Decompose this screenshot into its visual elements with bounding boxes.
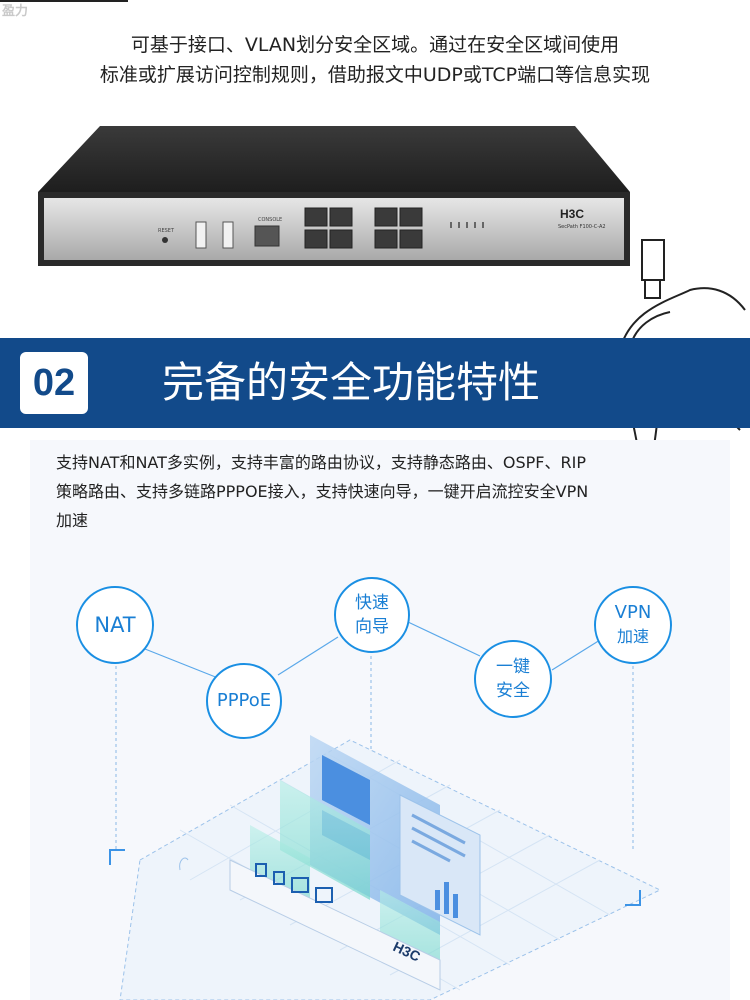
node-wizard-line-1: 快速 bbox=[355, 593, 389, 613]
feature-description: 支持NAT和NAT多实例，支持丰富的路由协议，支持静态路由、OSPF、RIP 策… bbox=[56, 448, 716, 535]
intro-text: 可基于接口、VLAN划分安全区域。通过在安全区域间使用 标准或扩展访问控制规则，… bbox=[0, 30, 750, 90]
top-rule bbox=[0, 0, 128, 2]
firewall-device-image: RESET CONSOLE H3C SecPath F100-C-A2 bbox=[38, 126, 630, 266]
node-nat-label: NAT bbox=[94, 613, 136, 637]
node-nat: NAT bbox=[76, 586, 154, 664]
section-number-badge: 02 bbox=[20, 352, 88, 414]
device-brand-logo: H3C bbox=[560, 207, 584, 221]
node-quick-wizard: 快速 向导 bbox=[334, 577, 410, 653]
section-banner: 02 完备的安全功能特性 bbox=[0, 338, 750, 428]
intro-line-1: 可基于接口、VLAN划分安全区域。通过在安全区域间使用 bbox=[130, 34, 620, 56]
node-one-key-security: 一键 安全 bbox=[474, 640, 552, 718]
description-line-2: 策略路由、支持多链路PPPOE接入，支持快速向导，一键开启流控安全VPN bbox=[56, 482, 589, 501]
console-label: CONSOLE bbox=[258, 217, 282, 223]
node-wizard-line-2: 向导 bbox=[355, 617, 389, 637]
description-line-1: 支持NAT和NAT多实例，支持丰富的路由协议，支持静态路由、OSPF、RIP bbox=[56, 453, 586, 472]
reset-label: RESET bbox=[158, 228, 175, 234]
diagram-graphics: H3C bbox=[109, 621, 662, 1000]
node-onekey-line-2: 安全 bbox=[496, 681, 530, 701]
node-vpn-line-2: 加速 bbox=[616, 627, 649, 646]
node-pppoe-label: PPPoE bbox=[216, 690, 272, 711]
node-vpn-acceleration: VPN 加速 bbox=[594, 586, 672, 664]
node-vpn-line-1: VPN bbox=[614, 602, 652, 623]
description-line-3: 加速 bbox=[56, 511, 89, 530]
node-pppoe: PPPoE bbox=[206, 663, 282, 739]
node-onekey-line-1: 一键 bbox=[496, 657, 530, 677]
intro-line-2: 标准或扩展访问控制规则，借助报文中UDP或TCP端口等信息实现 bbox=[99, 64, 651, 86]
device-model-label: SecPath F100-C-A2 bbox=[558, 224, 606, 230]
watermark: 盈力 bbox=[2, 4, 29, 19]
section-title: 完备的安全功能特性 bbox=[162, 358, 541, 407]
feature-diagram: H3C NAT PPPoE 快速 向导 一键 安全 VPN 加速 bbox=[40, 560, 720, 1000]
